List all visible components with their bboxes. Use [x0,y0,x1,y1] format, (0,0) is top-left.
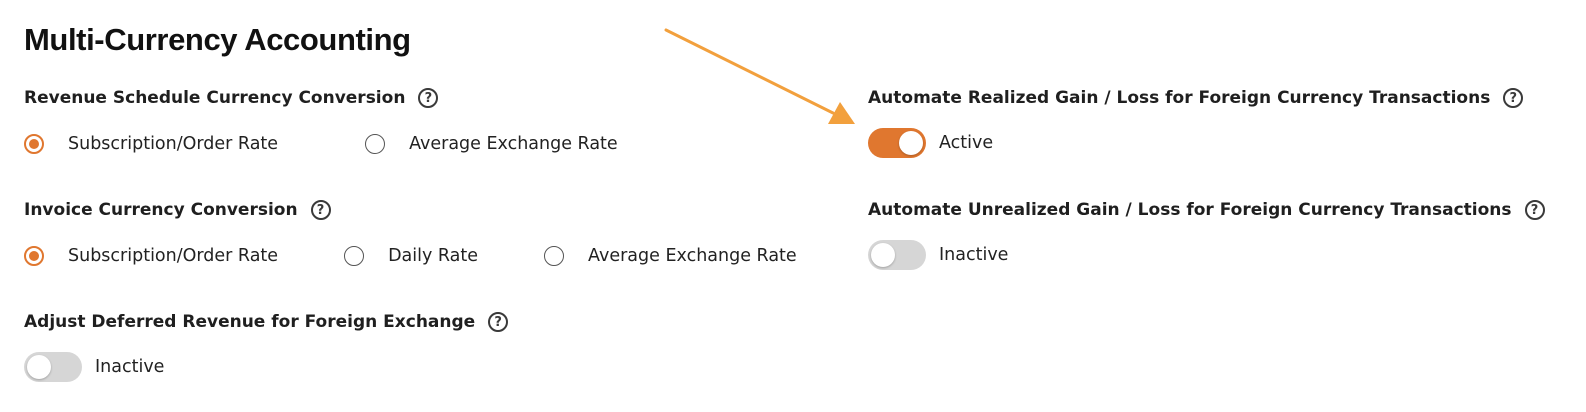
help-icon[interactable]: ? [310,200,331,220]
toggle-status-label: Inactive [95,357,165,377]
radio-selected-icon[interactable] [24,134,44,154]
toggle-knob [27,355,51,379]
toggle-status-label: Active [939,133,994,153]
help-icon[interactable]: ? [488,312,509,332]
radio-invoice-subscription-order-rate[interactable]: Subscription/Order Rate [24,246,278,266]
adjust-deferred-label: Adjust Deferred Revenue for Foreign Exch… [24,312,476,332]
adjust-deferred-toggle-row: Inactive [24,351,164,383]
adjust-deferred-section: Adjust Deferred Revenue for Foreign Exch… [24,309,509,335]
realized-gain-loss-toggle[interactable] [868,128,926,158]
revenue-schedule-radio-group: Subscription/Order Rate Average Exchange… [24,130,618,158]
unrealized-gain-loss-toggle[interactable] [868,240,926,270]
help-icon[interactable]: ? [418,88,439,108]
realized-gain-loss-section: Automate Realized Gain / Loss for Foreig… [868,85,1524,111]
unrealized-gain-loss-label: Automate Unrealized Gain / Loss for Fore… [868,200,1512,220]
radio-revenue-average-exchange-rate[interactable]: Average Exchange Rate [365,134,618,154]
radio-label: Average Exchange Rate [409,134,618,154]
radio-invoice-daily-rate[interactable]: Daily Rate [344,246,478,266]
unrealized-gain-loss-section: Automate Unrealized Gain / Loss for Fore… [868,197,1545,223]
radio-invoice-average-exchange-rate[interactable]: Average Exchange Rate [544,246,797,266]
invoice-currency-label: Invoice Currency Conversion [24,200,298,220]
radio-unselected-icon[interactable] [365,134,386,154]
radio-label: Average Exchange Rate [588,246,797,266]
adjust-deferred-toggle[interactable] [24,352,82,382]
radio-revenue-subscription-order-rate[interactable]: Subscription/Order Rate [24,134,278,154]
realized-gain-loss-label: Automate Realized Gain / Loss for Foreig… [868,88,1491,108]
radio-unselected-icon[interactable] [344,246,365,266]
toggle-knob [899,131,923,155]
radio-label: Daily Rate [388,246,479,266]
radio-unselected-icon[interactable] [544,246,565,266]
page-title: Multi-Currency Accounting [24,22,411,57]
invoice-currency-radio-group: Subscription/Order Rate Daily Rate Avera… [24,242,797,270]
revenue-schedule-label: Revenue Schedule Currency Conversion [24,88,406,108]
radio-label: Subscription/Order Rate [68,246,279,266]
realized-gain-loss-toggle-row: Active [868,127,993,159]
toggle-status-label: Inactive [939,245,1009,265]
revenue-schedule-section: Revenue Schedule Currency Conversion ? [24,85,439,111]
toggle-knob [871,243,895,267]
unrealized-gain-loss-toggle-row: Inactive [868,239,1008,271]
radio-selected-icon[interactable] [24,246,44,266]
help-icon[interactable]: ? [1524,200,1545,220]
help-icon[interactable]: ? [1503,88,1524,108]
invoice-currency-section: Invoice Currency Conversion ? [24,197,331,223]
radio-label: Subscription/Order Rate [68,134,279,154]
